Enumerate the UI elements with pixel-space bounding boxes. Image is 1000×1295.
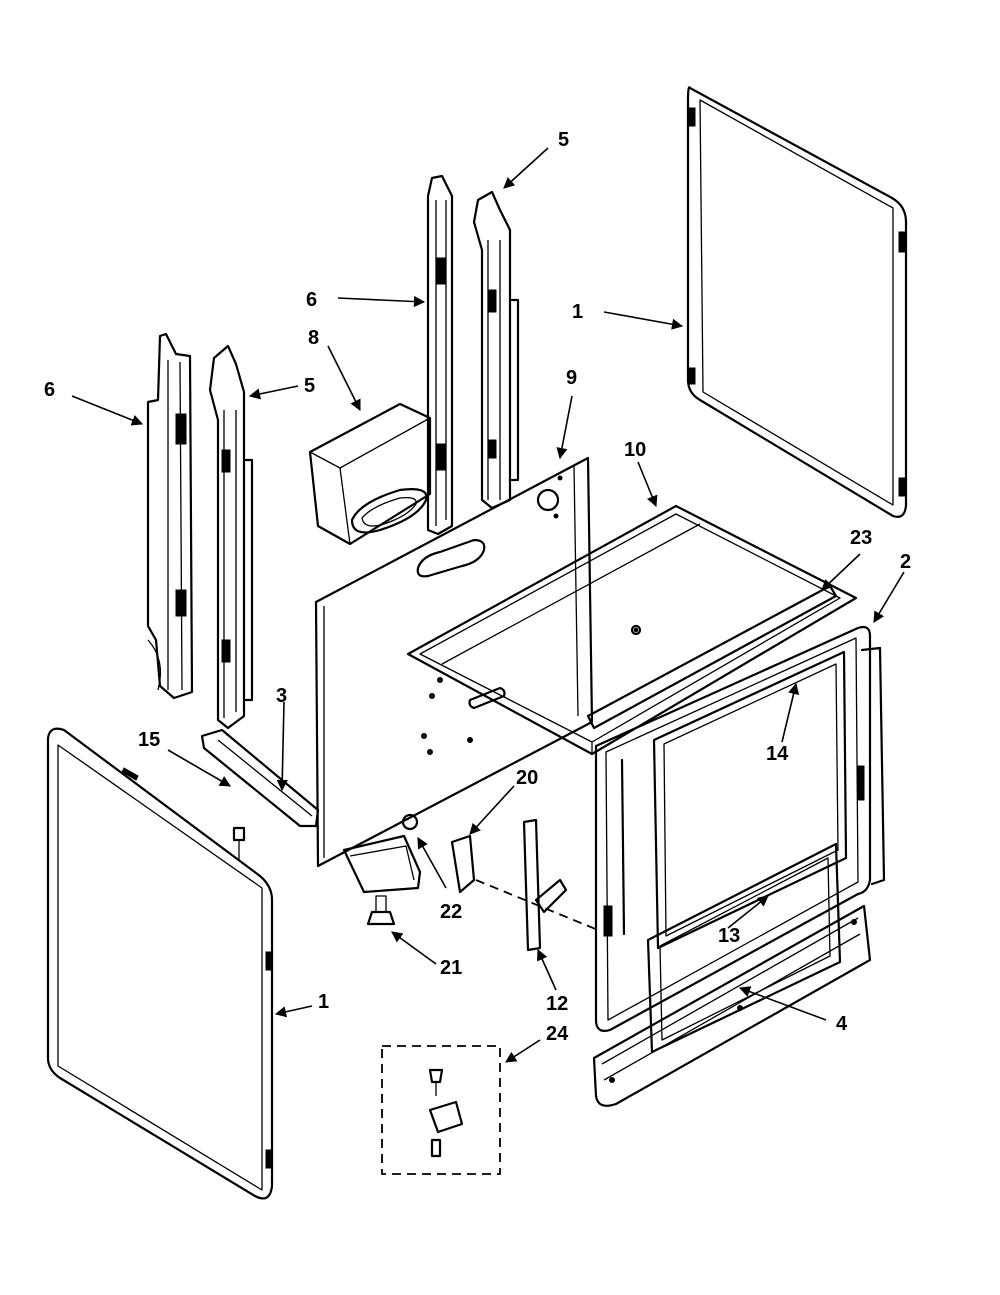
rail-6-center xyxy=(426,174,454,536)
top-tray-10 xyxy=(406,504,858,756)
leveling-leg-21 xyxy=(366,895,396,926)
callout-22: 22 xyxy=(440,901,462,923)
callout-1-bottom: 1 xyxy=(318,991,329,1013)
callout-24: 24 xyxy=(546,1023,569,1045)
back-panel-9 xyxy=(314,456,594,868)
callout-10: 10 xyxy=(624,439,646,461)
bracket-3 xyxy=(200,728,320,828)
rail-6-left xyxy=(146,332,194,700)
side-panel-right xyxy=(686,86,908,518)
callout-12: 12 xyxy=(546,993,568,1015)
toe-kick-4 xyxy=(592,904,872,1107)
callout-labels: 5 6 1 8 5 6 9 10 23 2 3 15 14 20 22 13 2… xyxy=(44,129,911,1045)
rail-5-left xyxy=(208,344,254,730)
callout-5-top: 5 xyxy=(558,129,569,151)
side-panel-left xyxy=(46,727,274,1200)
callout-13: 13 xyxy=(718,925,740,947)
hinge-strip-12 xyxy=(475,818,599,952)
callout-8: 8 xyxy=(308,327,319,349)
hardware-kit-24 xyxy=(381,1045,501,1175)
callout-6-center: 6 xyxy=(306,289,317,311)
front-frame-2 xyxy=(594,625,886,1054)
screw-15 xyxy=(232,826,246,860)
bracket-20 xyxy=(450,834,476,894)
vent-duct-8 xyxy=(308,402,432,546)
leader-lines xyxy=(71,147,905,1063)
callout-9: 9 xyxy=(566,367,577,389)
block-22 xyxy=(342,813,422,894)
callout-3: 3 xyxy=(276,685,287,707)
rail-5-top xyxy=(472,190,520,510)
callout-14: 14 xyxy=(766,743,789,765)
callout-5-left: 5 xyxy=(304,375,315,397)
callout-6-left: 6 xyxy=(44,379,55,401)
callout-15: 15 xyxy=(138,729,160,751)
callout-20: 20 xyxy=(516,767,538,789)
callout-23: 23 xyxy=(850,527,872,549)
callout-1-top: 1 xyxy=(572,301,583,323)
callout-21: 21 xyxy=(440,957,462,979)
callout-4: 4 xyxy=(836,1013,848,1035)
callout-2: 2 xyxy=(900,551,911,573)
